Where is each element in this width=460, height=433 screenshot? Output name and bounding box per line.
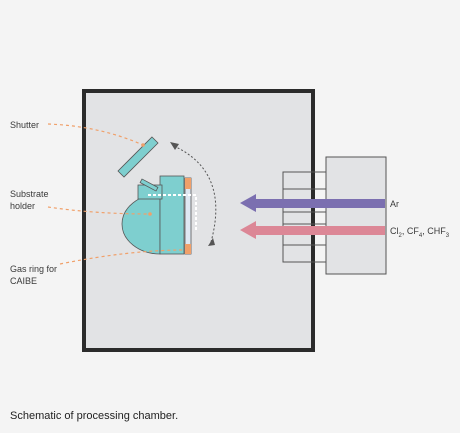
substrate-holder-label-line2: holder <box>10 201 35 211</box>
gas-ring-tab <box>185 244 191 254</box>
gas-ring-label-line1: Gas ring for <box>10 264 57 274</box>
reactive-gas-arrow <box>240 221 385 239</box>
substrate-holder-label-line1: Substrate <box>10 189 49 199</box>
substrate-holder-leader-line <box>47 206 151 215</box>
rotation-arrow <box>173 145 217 243</box>
gas-ring-label-line2: CAIBE <box>10 276 37 286</box>
gas-inlet-box <box>325 156 387 275</box>
gas-ring-leader-line <box>59 249 185 265</box>
ar-arrow <box>240 194 385 212</box>
inlet-flange <box>282 171 327 263</box>
shutter-element <box>117 136 159 192</box>
rotation-arrowhead <box>208 238 215 246</box>
figure-caption: Schematic of processing chamber. <box>10 410 179 422</box>
gas-ring-tab <box>185 178 191 189</box>
reactive-gases-label: Cl2, CF4, CHF3 <box>390 226 450 239</box>
shutter-label: Shutter <box>10 120 39 130</box>
substrate-holder <box>121 175 197 255</box>
shutter-leader-line <box>47 123 144 146</box>
chamber-wall <box>82 89 315 352</box>
rotation-arrowhead <box>170 142 179 150</box>
ar-label: Ar <box>390 199 399 209</box>
